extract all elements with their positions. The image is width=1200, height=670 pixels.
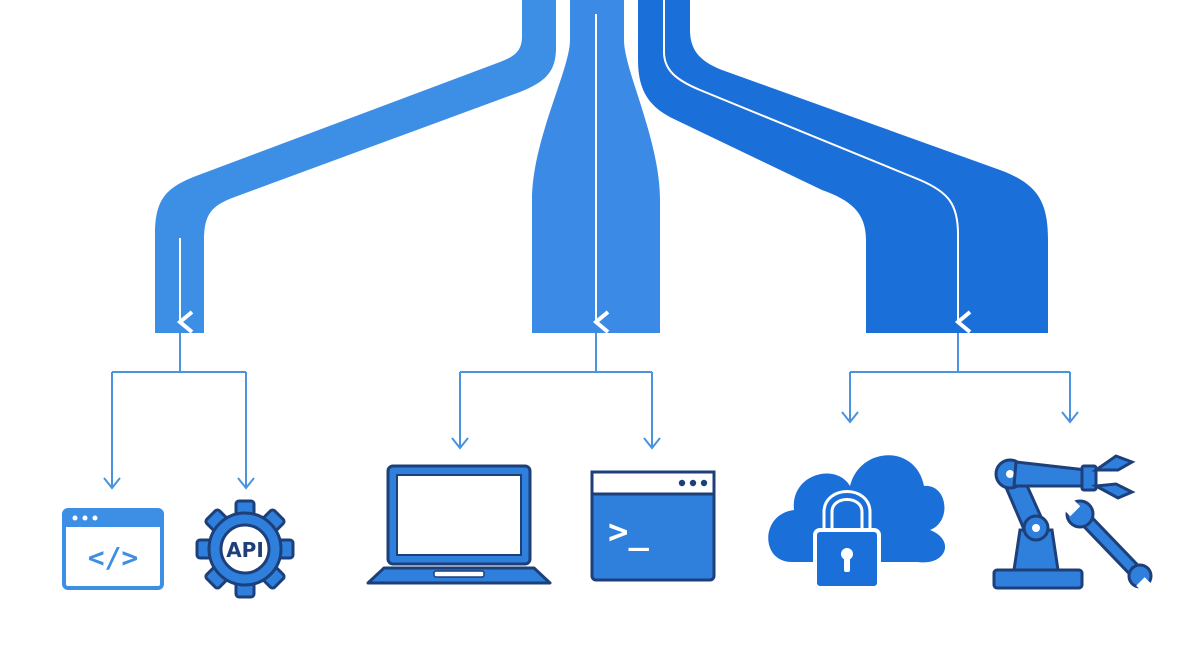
connectors xyxy=(103,333,1079,490)
connector-center xyxy=(451,333,661,450)
wrench-icon xyxy=(1061,497,1153,593)
connector-right xyxy=(841,333,1079,424)
stream-left-band xyxy=(155,0,556,333)
stream-center xyxy=(532,0,660,334)
terminal-window-icon: >_ xyxy=(590,470,716,582)
cloud-lock-icon xyxy=(768,455,946,590)
robot-arm-wrench-icon xyxy=(992,454,1153,593)
stream-right-arrow xyxy=(663,0,972,334)
connector-left xyxy=(103,333,255,490)
stream-left xyxy=(155,0,556,334)
code-window-icon: </> xyxy=(62,508,164,590)
stream-right xyxy=(638,0,1048,334)
code-glyph: </> xyxy=(88,541,139,574)
stream-right-band xyxy=(638,0,1048,333)
api-label: API xyxy=(226,538,264,562)
laptop-icon xyxy=(366,464,552,585)
terminal-glyph: >_ xyxy=(608,512,649,552)
api-gear-icon: API xyxy=(195,499,295,599)
